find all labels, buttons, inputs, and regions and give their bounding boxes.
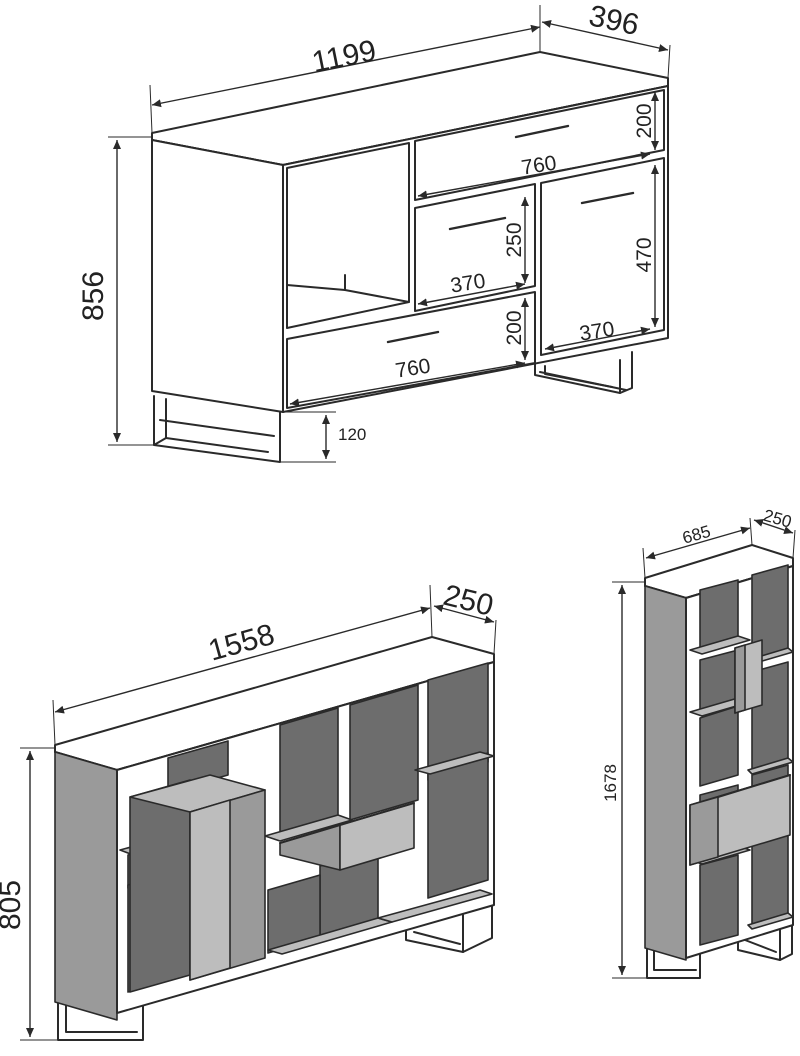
dim-sideboard-height: 856 — [77, 136, 154, 446]
label-leg-height: 120 — [338, 425, 366, 444]
label-sideboard-depth: 396 — [586, 0, 642, 42]
small-drawer[interactable] — [414, 183, 536, 312]
tall-shelf-side — [644, 585, 687, 961]
wide-shelf-side — [54, 751, 118, 1021]
tall-shelf-leg-left — [646, 944, 701, 979]
label-bottom-drawer-width: 760 — [394, 354, 432, 382]
tall-shelf-drawing: 685 250 1678 — [601, 506, 796, 979]
label-sideboard-height: 856 — [77, 271, 110, 321]
label-sideboard-width: 1199 — [309, 34, 379, 79]
sideboard-side — [151, 139, 284, 413]
sideboard-legs — [153, 351, 633, 463]
dim-wide-shelf-height: 805 — [0, 747, 58, 1041]
wide-shelf-leg-left — [57, 1001, 144, 1041]
label-top-drawer-width: 760 — [520, 151, 558, 179]
dim-door: 470 370 — [544, 165, 659, 352]
dim-small-drawer: 250 370 — [417, 197, 529, 307]
label-door-height: 470 — [633, 237, 656, 272]
label-top-drawer-height: 200 — [633, 103, 656, 138]
dim-bottom-drawer: 200 760 — [289, 298, 529, 407]
label-bottom-drawer-height: 200 — [503, 310, 526, 345]
label-small-drawer-width: 370 — [449, 269, 487, 297]
dim-leg-height: 120 — [280, 411, 366, 463]
label-tall-shelf-height: 1678 — [601, 764, 620, 802]
label-small-drawer-height: 250 — [503, 222, 526, 257]
label-tall-shelf-width: 685 — [680, 522, 713, 548]
wide-shelf-drawing: 1558 250 805 — [0, 579, 497, 1041]
dim-top-drawer: 200 760 — [417, 92, 659, 199]
wide-shelf-box-left — [129, 779, 191, 993]
label-tall-shelf-depth: 250 — [761, 506, 794, 532]
label-door-width: 370 — [578, 317, 616, 345]
sideboard-drawing: 1199 396 856 200 760 250 370 — [77, 0, 671, 463]
label-wide-shelf-depth: 250 — [440, 579, 497, 623]
label-wide-shelf-height: 805 — [0, 880, 27, 930]
dim-tall-shelf-height: 1678 — [601, 581, 647, 979]
